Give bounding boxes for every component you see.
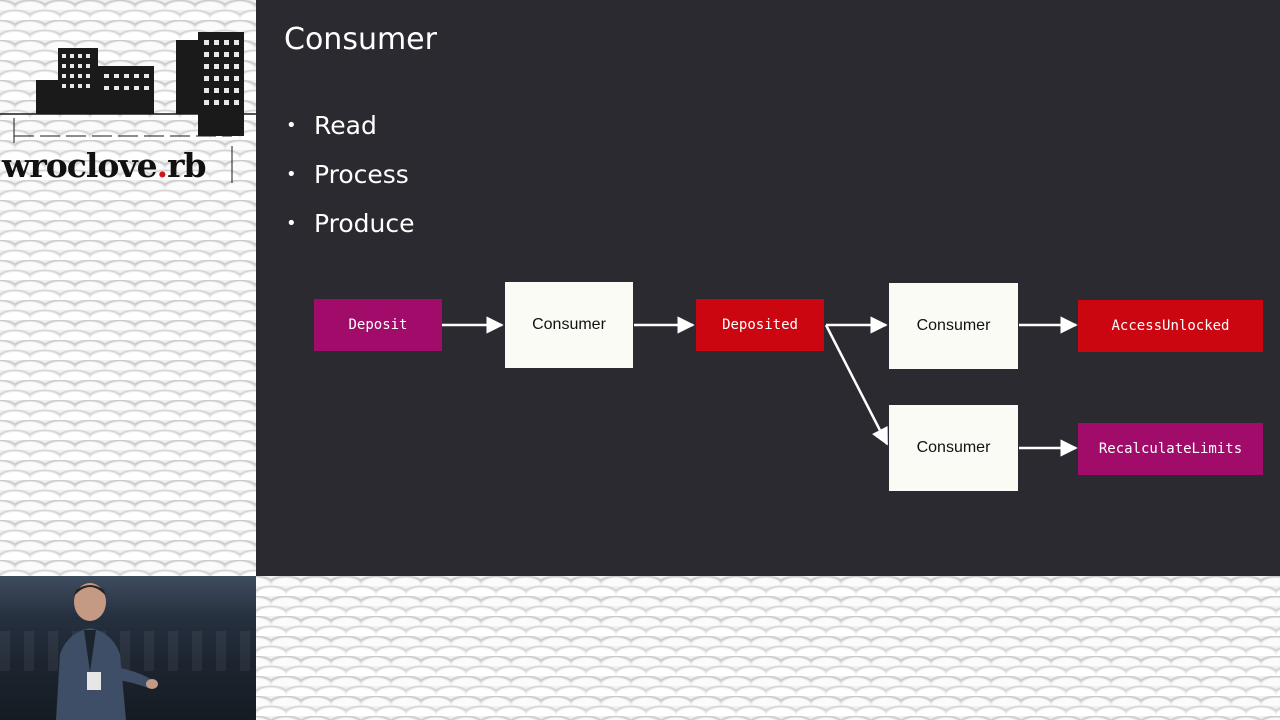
arrow-deposited-to-consumer-lower (824, 324, 889, 446)
consumer-node: Consumer (889, 405, 1018, 491)
bullet-text: Read (314, 111, 377, 140)
speaker-figure-icon (56, 583, 158, 720)
logo-prefix: wroclove (2, 146, 158, 185)
video-ceiling (0, 576, 256, 616)
bullet-text: Process (314, 160, 409, 189)
logo-dot: . (156, 146, 168, 185)
event-access-unlocked: AccessUnlocked (1078, 300, 1263, 352)
event-deposit: Deposit (314, 299, 442, 351)
presentation-slide: Consumer • Read • Process • Produce Deposit… (256, 0, 1280, 576)
node-label: RecalculateLimits (1098, 441, 1243, 457)
bullet-item: • Read (286, 108, 415, 157)
video-background-wall (0, 631, 256, 671)
bullet-item: • Process (286, 157, 415, 206)
bullet-dot-icon: • (286, 164, 297, 185)
node-label: Consumer (916, 317, 991, 334)
logo-suffix: rb (167, 146, 206, 185)
slide-title: Consumer (284, 22, 437, 57)
node-label: Consumer (532, 316, 606, 333)
conference-logo-icon (0, 32, 256, 183)
bullet-dot-icon: • (286, 115, 297, 136)
speaker-video-thumbnail (0, 576, 256, 720)
bullet-dot-icon: • (286, 213, 297, 234)
node-label: Consumer (916, 439, 991, 456)
node-label: Deposit (348, 317, 408, 333)
event-deposited: Deposited (696, 299, 824, 351)
diagram-arrows (442, 316, 1078, 457)
consumer-node: Consumer (505, 282, 633, 368)
event-recalculate-limits: RecalculateLimits (1078, 423, 1263, 475)
bullet-item: • Produce (286, 206, 415, 255)
node-label: AccessUnlocked (1111, 318, 1230, 334)
bullet-list: • Read • Process • Produce (286, 108, 415, 255)
bottom-decor-panel (256, 576, 1280, 720)
node-label: Deposited (722, 317, 798, 333)
bullet-text: Produce (314, 209, 415, 238)
conference-logo-text: wroclove.rb (2, 146, 207, 185)
consumer-node: Consumer (889, 283, 1018, 369)
